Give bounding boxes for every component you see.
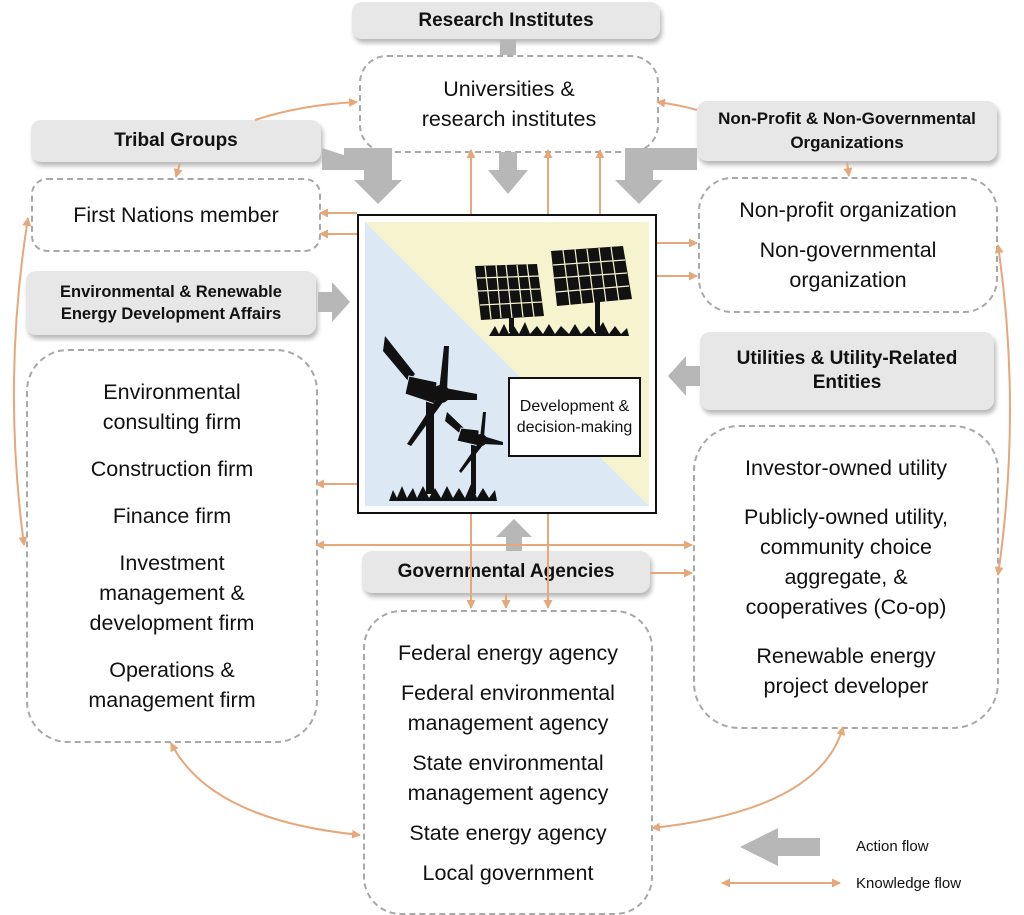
- legend-knowledge-flow-label: Knowledge flow: [856, 875, 962, 892]
- knowledge-arrow-utilities-government: [651, 726, 846, 832]
- utilities-header: Utilities & Utility-Related Entities: [700, 332, 994, 410]
- grass-icon: [489, 322, 629, 336]
- center-decision-text: Development & decision-making: [516, 398, 633, 436]
- member-local-government: Local government: [422, 860, 594, 885]
- nonprofit-members-box: Non-profit organization Non-governmental…: [698, 177, 998, 313]
- wind-turbine-icon: [383, 336, 477, 494]
- action-arrow-utilities: [668, 356, 700, 396]
- member-federal-environmental: Federal environmental management agency: [401, 680, 615, 735]
- member-state-energy: State energy agency: [409, 820, 607, 845]
- tribal-members-box: First Nations member: [31, 178, 321, 252]
- knowledge-arrow-nonprofit-utilities: [994, 244, 1011, 576]
- member-renewable-developer: Renewable energy project developer: [756, 644, 936, 698]
- research-institutes-header-label: Research Institutes: [418, 9, 594, 31]
- member-universities: Universities & research institutes: [421, 77, 597, 131]
- legend-action-flow-icon: [740, 828, 820, 866]
- government-members-box: Federal energy agency Federal environmen…: [363, 610, 653, 915]
- knowledge-arrow-env-affairs-government: [170, 742, 361, 839]
- tribal-groups-header: Tribal Groups: [31, 120, 321, 162]
- knowledge-arrow-nonprofit-to-member: [843, 161, 853, 177]
- member-federal-energy: Federal energy agency: [398, 640, 618, 665]
- action-arrow-research-connector: [500, 40, 516, 55]
- member-ngo: Non-governmental organization: [759, 238, 937, 292]
- nonprofit-header-label: Non-Profit & Non-Governmental Organizati…: [718, 109, 976, 152]
- member-construction: Construction firm: [90, 457, 254, 481]
- action-arrow-universities-down: [488, 152, 528, 194]
- solar-panel-icon: [475, 263, 544, 332]
- action-arrow-nonprofit: [615, 148, 697, 204]
- member-operations: Operations & management firm: [88, 658, 256, 712]
- env-affairs-members-box: Environmental consulting firm Constructi…: [26, 349, 318, 743]
- action-arrow-env-affairs: [318, 282, 350, 322]
- legend-action-flow-label: Action flow: [856, 838, 929, 855]
- research-institutes-header: Research Institutes: [352, 2, 660, 39]
- utilities-header-label: Utilities & Utility-Related Entities: [736, 348, 958, 393]
- env-affairs-header-label: Environmental & Renewable Energy Develop…: [60, 283, 282, 323]
- member-publicly-owned-utility: Publicly-owned utility, community choice…: [744, 505, 948, 619]
- member-investor-owned-utility: Investor-owned utility: [745, 456, 947, 480]
- action-arrow-tribal: [322, 148, 402, 204]
- center-illustration: [365, 222, 649, 506]
- center-illustration-frame: [357, 214, 657, 514]
- nonprofit-header: Non-Profit & Non-Governmental Organizati…: [697, 101, 997, 161]
- env-affairs-header: Environmental & Renewable Energy Develop…: [26, 271, 316, 335]
- solar-panel-large-icon: [551, 246, 632, 332]
- center-decision-label: Development & decision-making: [508, 377, 641, 457]
- action-arrow-government-up: [496, 519, 532, 551]
- governmental-agencies-header: Governmental Agencies: [362, 551, 650, 593]
- member-first-nations: First Nations member: [73, 203, 279, 227]
- knowledge-arrow-tribal-to-universities: [254, 97, 358, 121]
- utilities-members-box: Investor-owned utility Publicly-owned ut…: [693, 425, 999, 729]
- grass-icon: [389, 484, 497, 501]
- knowledge-arrow-tribal-to-member: [173, 162, 183, 178]
- knowledge-arrow-nonprofit-to-universities: [656, 98, 698, 111]
- member-finance: Finance firm: [112, 504, 232, 528]
- wind-turbine-small-icon: [445, 412, 503, 494]
- member-non-profit: Non-profit organization: [739, 198, 957, 222]
- member-investment: Investment management & development firm: [89, 551, 255, 635]
- member-state-environmental: State environmental management agency: [407, 750, 609, 805]
- tribal-groups-header-label: Tribal Groups: [114, 130, 238, 151]
- governmental-agencies-header-label: Governmental Agencies: [397, 561, 615, 582]
- research-members-box: Universities & research institutes: [359, 55, 659, 153]
- member-environmental-consulting: Environmental consulting firm: [102, 380, 242, 434]
